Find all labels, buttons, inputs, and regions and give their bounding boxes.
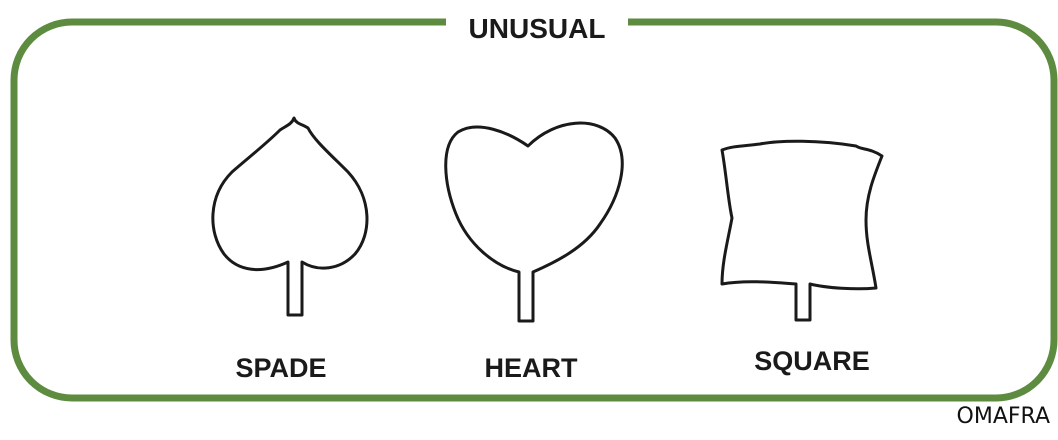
- image-credit: OMAFRA: [957, 404, 1050, 429]
- spade-label: SPADE: [235, 353, 326, 383]
- heart-leaf-shape: HEART: [446, 123, 622, 383]
- diagram-title: UNUSUAL: [469, 13, 606, 44]
- spade-leaf-outline: [213, 118, 367, 315]
- square-leaf-shape: SQUARE: [722, 141, 882, 376]
- diagram-frame: [14, 22, 1054, 398]
- heart-leaf-outline: [446, 123, 622, 321]
- heart-label: HEART: [485, 353, 579, 383]
- square-label: SQUARE: [754, 346, 870, 376]
- spade-leaf-shape: SPADE: [213, 118, 367, 383]
- square-leaf-outline: [722, 141, 882, 320]
